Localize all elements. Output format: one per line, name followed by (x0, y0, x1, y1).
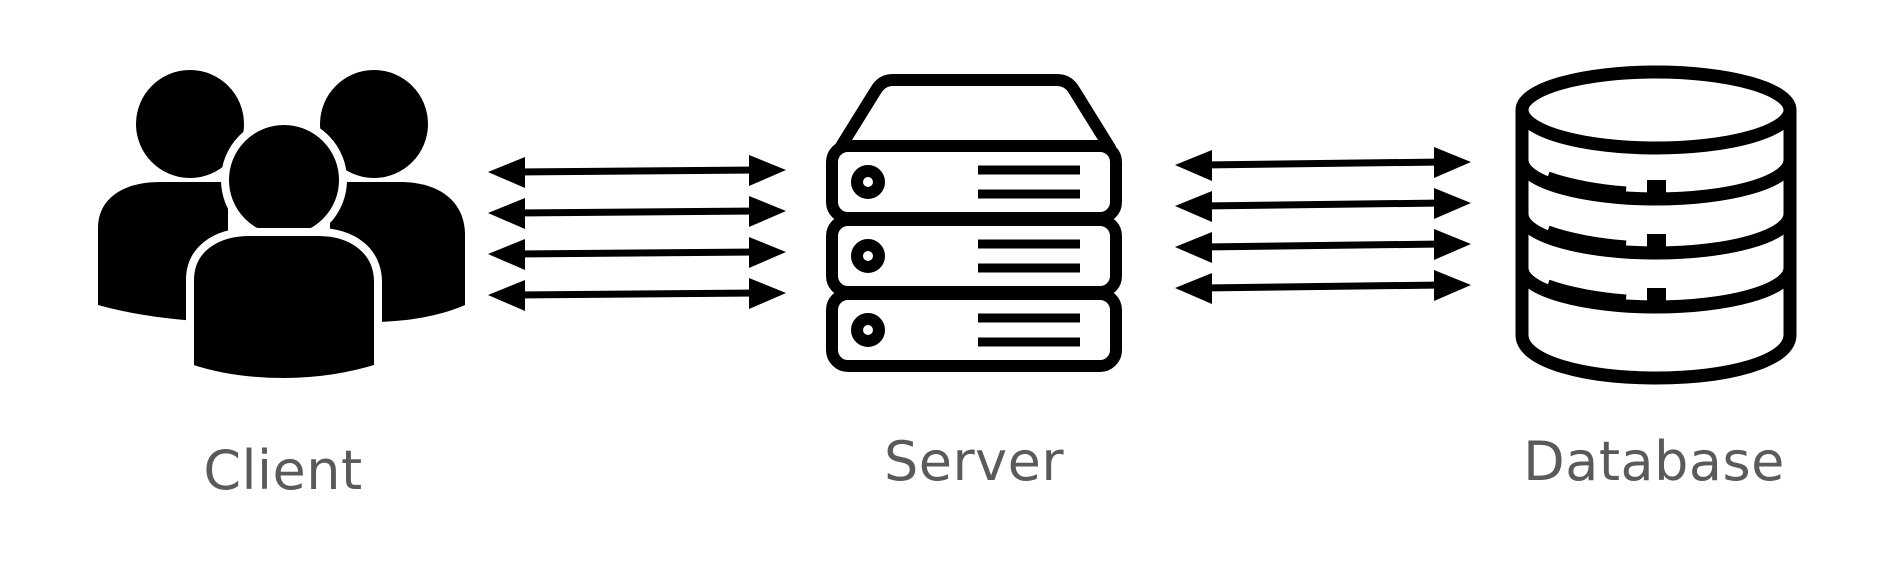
client-server-arrows (488, 155, 786, 311)
server-unit-icon (826, 140, 1122, 224)
double-arrow-icon (1175, 270, 1471, 304)
users-group-icon (98, 70, 465, 387)
database-cylinder-icon (1515, 65, 1797, 385)
double-arrow-icon (488, 155, 786, 188)
double-arrow-icon (1175, 147, 1471, 181)
double-arrow-icon (488, 237, 786, 270)
client-label: Client (203, 439, 363, 502)
server-label: Server (883, 430, 1065, 493)
server-database-arrows (1175, 147, 1471, 304)
server-unit-icon (826, 288, 1122, 372)
user-front-icon (186, 117, 382, 387)
server-unit-icon (826, 214, 1122, 298)
database-disk-lines (1546, 171, 1627, 304)
server-rack-icon (826, 74, 1122, 372)
double-arrow-icon (1175, 229, 1471, 263)
database-label: Database (1523, 430, 1785, 493)
database-indicator-dots (1647, 180, 1666, 307)
double-arrow-icon (488, 196, 786, 229)
double-arrow-icon (1175, 188, 1471, 222)
double-arrow-icon (488, 278, 786, 311)
